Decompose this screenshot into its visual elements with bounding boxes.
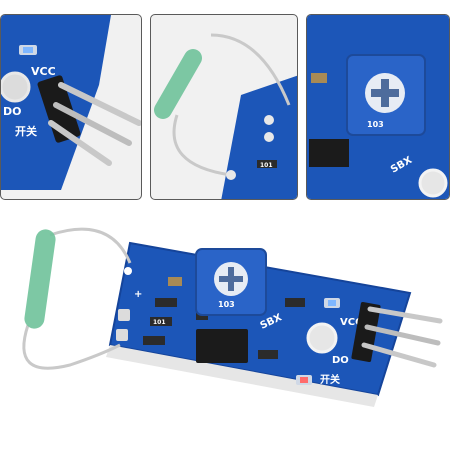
smd-capacitor: [168, 277, 182, 286]
led-lens: [23, 47, 33, 53]
reed-lead-wire: [22, 324, 121, 370]
mounting-hole: [1, 71, 31, 103]
smd-led: [311, 73, 327, 83]
solder-pad: [264, 115, 274, 125]
smd-resistor: [143, 336, 165, 345]
pot-code: 103: [218, 300, 235, 309]
solder-pad: [226, 170, 236, 180]
led-lens: [328, 300, 336, 306]
led-lens: [300, 377, 308, 383]
mounting-hole: [306, 322, 338, 354]
knob-slot: [371, 89, 399, 97]
detail-panel-header-pins: VCC DO 开关: [0, 14, 142, 200]
silk-do: DO: [3, 105, 21, 118]
header-pin: [367, 306, 443, 324]
op-amp-chip: [309, 139, 349, 167]
potentiometer-closeup: 103 SBX: [307, 15, 449, 199]
reed-glass-tube: [154, 49, 202, 119]
resistor-code: 101: [260, 162, 273, 169]
detail-panel-reed-switch: 101: [150, 14, 298, 200]
silk-do: DO: [332, 355, 349, 366]
header-pin: [364, 324, 441, 346]
reed-lead-wire: [210, 33, 291, 106]
header-pin: [58, 82, 141, 126]
reed-glass-tube: [24, 229, 56, 329]
smd-resistor: [257, 160, 277, 168]
reed-switch-closeup: 101: [154, 33, 297, 199]
solder-pad: [118, 309, 130, 321]
detail-panel-potentiometer: 103 SBX: [306, 14, 450, 200]
silk-kaiguan: 开关: [320, 373, 340, 386]
solder-pad: [124, 267, 132, 275]
knob-slot: [219, 276, 243, 282]
smd-resistor: [285, 298, 305, 307]
resistor-code: 101: [153, 319, 166, 326]
mounting-hole: [418, 168, 448, 198]
smd-resistor: [258, 350, 278, 359]
pcb-board: [221, 75, 297, 199]
header-pin: [48, 120, 112, 166]
silk-kaiguan: 开关: [15, 124, 37, 138]
header-pins-closeup: VCC DO 开关: [1, 15, 141, 190]
silk-vcc: VCC: [340, 317, 362, 328]
reed-lead-wire: [172, 114, 232, 177]
reed-lead-wire: [49, 227, 132, 264]
smd-resistor: [150, 317, 172, 326]
header-pin: [53, 102, 132, 146]
silk-vcc: VCC: [31, 65, 56, 78]
op-amp-chip: [196, 329, 248, 363]
reed-sensor-module: + 101 103 SBX: [22, 227, 443, 407]
silk-plus: +: [134, 289, 142, 300]
header-pin: [361, 342, 437, 368]
pcb-edge: [106, 345, 378, 407]
main-module-view: + 101 103 SBX: [0, 205, 450, 450]
solder-pad: [116, 329, 128, 341]
smd-resistor: [155, 298, 177, 307]
solder-pad: [264, 132, 274, 142]
pot-code: 103: [367, 120, 384, 129]
